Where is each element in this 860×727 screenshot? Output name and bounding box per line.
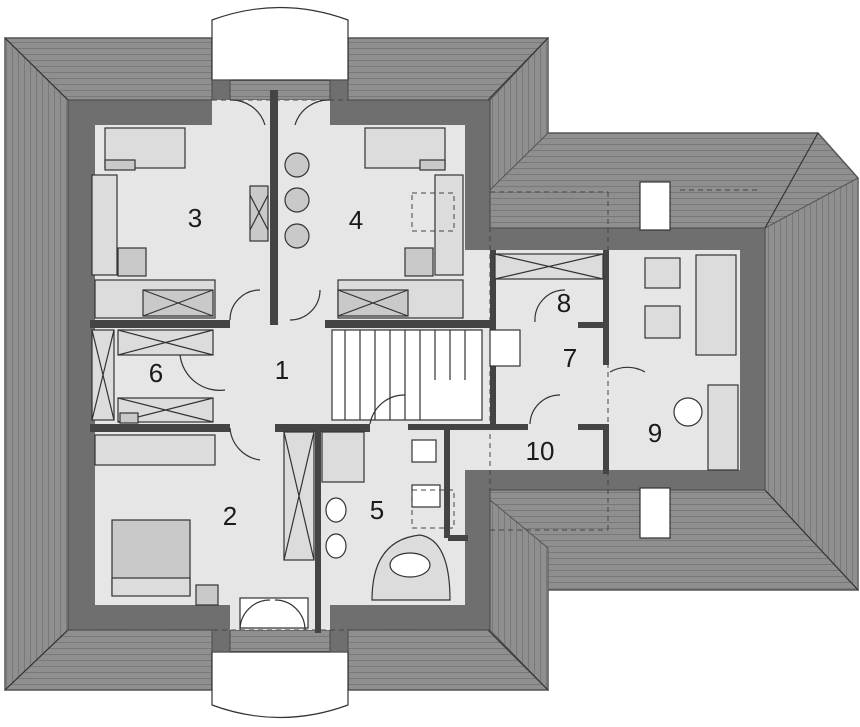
room-label-3: 3: [188, 203, 202, 233]
room-2-furniture: [94, 431, 315, 629]
doors: [179, 99, 646, 631]
dormer-top: [211, 6, 349, 81]
room-4-furniture: [284, 127, 464, 319]
room-label-7: 7: [563, 343, 577, 373]
room-3-furniture: [91, 127, 269, 319]
room-5-furniture: [321, 431, 455, 601]
staircase: [331, 329, 521, 421]
room-label-10: 10: [526, 436, 555, 466]
room-label-6: 6: [149, 358, 163, 388]
room-label-4: 4: [349, 205, 363, 235]
room-9-furniture: [494, 181, 739, 539]
room-label-5: 5: [370, 495, 384, 525]
room-label-2: 2: [223, 501, 237, 531]
room-label-1: 1: [275, 355, 289, 385]
room-6-furniture: [91, 329, 214, 424]
dormer-bottom: [211, 651, 349, 719]
room-label-9: 9: [648, 418, 662, 448]
room-labels: 1 2 3 4 5 6 7 8 9 10: [149, 203, 662, 531]
interior-walls: [90, 90, 609, 633]
room-label-8: 8: [557, 288, 571, 318]
